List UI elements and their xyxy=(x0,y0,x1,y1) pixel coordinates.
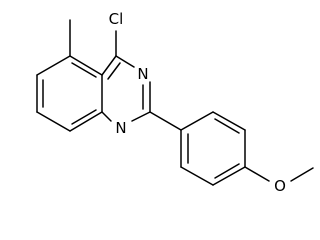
bond xyxy=(212,111,246,131)
structure-diagram: Cl N N O xyxy=(36,10,314,195)
bond xyxy=(101,55,117,76)
chlorine-atom-label: Cl xyxy=(109,10,124,28)
benzo-ring xyxy=(36,55,103,132)
molecule-canvas: Cl N N O xyxy=(36,10,314,195)
bond xyxy=(180,166,214,186)
nitrogen-atom-label-1: N xyxy=(115,119,126,137)
double-bond-inner xyxy=(107,62,121,80)
double-bond-inner xyxy=(71,62,97,78)
pyrimidine-ring xyxy=(101,55,151,122)
methoxy-bond-o xyxy=(244,166,270,182)
bond xyxy=(180,111,214,131)
bond xyxy=(115,55,135,68)
bond xyxy=(101,111,112,122)
phenyl-ring xyxy=(180,111,246,186)
double-bond-inner xyxy=(71,109,97,125)
bond xyxy=(36,111,71,132)
double-bond-inner xyxy=(214,163,240,179)
bond xyxy=(69,111,103,132)
bond xyxy=(36,55,71,76)
oxygen-atom-label: O xyxy=(274,177,286,195)
bond xyxy=(212,166,246,186)
aryl-link-bond xyxy=(149,111,182,131)
double-bond-inner xyxy=(214,118,240,134)
methoxy-bond-ch3 xyxy=(290,167,314,182)
nitrogen-atom-label-3: N xyxy=(137,65,148,83)
bond xyxy=(131,111,151,122)
bond xyxy=(69,55,103,76)
